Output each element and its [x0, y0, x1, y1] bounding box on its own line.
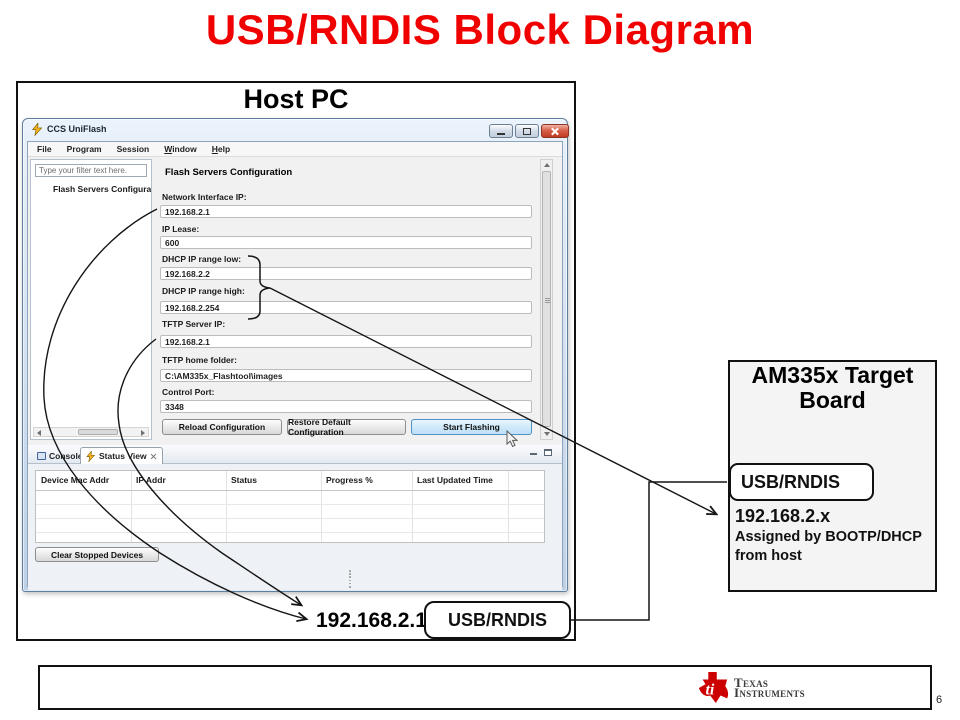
sidebar: Flash Servers Configuratio: [30, 159, 152, 440]
host-ip-caption: 192.168.2.1: [316, 609, 427, 632]
reload-configuration-button[interactable]: Reload Configuration: [162, 419, 282, 435]
brand-instruments: Instruments: [734, 685, 805, 700]
start-flashing-button[interactable]: Start Flashing: [411, 419, 532, 435]
window-body: File Program Session Window Help Flash S…: [27, 141, 566, 590]
field-ip-lease[interactable]: [160, 236, 532, 249]
maximize-icon: [523, 128, 531, 135]
target-ip: 192.168.2.x: [735, 506, 831, 526]
target-board-title: AM335x Target Board: [751, 362, 914, 414]
scroll-left-icon[interactable]: [37, 430, 41, 436]
minimize-button[interactable]: [489, 124, 513, 138]
column-header-ip-addr[interactable]: IP Addr: [136, 475, 166, 485]
column-header-last-updated[interactable]: Last Updated Time: [417, 475, 493, 485]
page-title: USB/RNDIS Block Diagram: [205, 6, 755, 53]
field-network-interface-ip[interactable]: [160, 205, 532, 218]
close-button[interactable]: [541, 124, 569, 138]
usb-rndis-port-box: USB/RNDIS: [729, 463, 874, 501]
status-panel: Console Status View Devi: [28, 445, 562, 590]
maximize-button[interactable]: [515, 124, 539, 138]
window-title: CCS UniFlash: [47, 124, 107, 134]
ti-texas-icon: ti: [698, 672, 729, 704]
status-table: Device Mac Addr IP Addr Status Progress …: [35, 470, 545, 543]
panel-tabbar: Console Status View: [28, 445, 562, 464]
flash-config-form: Flash Servers Configuration Network Inte…: [152, 159, 566, 440]
form-heading: Flash Servers Configuration: [165, 167, 293, 178]
usb-rndis-host-tag: USB/RNDIS: [424, 601, 571, 639]
label-network-interface-ip: Network Interface IP:: [162, 192, 247, 202]
menu-window[interactable]: Window: [164, 144, 197, 154]
field-dhcp-range-low[interactable]: [160, 267, 532, 280]
label-tftp-home-folder: TFTP home folder:: [162, 355, 237, 365]
tab-status-view[interactable]: Status View: [80, 447, 163, 464]
field-tftp-server-ip[interactable]: [160, 335, 532, 348]
form-vertical-scrollbar[interactable]: [540, 159, 553, 440]
window-titlebar[interactable]: CCS UniFlash: [23, 119, 569, 141]
usb-rndis-connector: [571, 481, 727, 621]
clear-stopped-devices-button[interactable]: Clear Stopped Devices: [35, 547, 159, 562]
field-dhcp-range-high[interactable]: [160, 301, 532, 314]
status-view-icon: [86, 450, 96, 462]
uniflash-window: CCS UniFlash File Program Session Window…: [22, 118, 569, 592]
filter-input[interactable]: [35, 164, 147, 177]
target-ip-note: Assigned by BOOTP/DHCP from host: [735, 529, 922, 565]
scrollbar-thumb[interactable]: [542, 171, 551, 427]
table-row: [36, 532, 544, 533]
column-header-device-mac[interactable]: Device Mac Addr: [41, 475, 110, 485]
splitter-handle[interactable]: [349, 570, 352, 588]
menu-session[interactable]: Session: [116, 144, 150, 154]
tab-close-icon[interactable]: [150, 453, 157, 460]
console-icon: [37, 451, 46, 460]
menubar: File Program Session Window Help: [28, 142, 562, 157]
scroll-right-icon[interactable]: [141, 430, 145, 436]
label-dhcp-range-low: DHCP IP range low:: [162, 254, 242, 264]
page-number: 6: [936, 694, 943, 706]
svg-text:ti: ti: [705, 682, 714, 699]
tree-item-flash-servers[interactable]: Flash Servers Configuratio: [53, 184, 151, 194]
field-tftp-home-folder[interactable]: [160, 369, 532, 382]
minimize-icon: [497, 133, 505, 135]
scroll-up-icon[interactable]: [544, 163, 550, 167]
menu-help[interactable]: Help: [211, 144, 231, 154]
scrollbar-thumb[interactable]: [78, 429, 118, 435]
texas-instruments-logo: ti Texas Instruments: [697, 670, 932, 706]
brand-texas: Texas: [734, 675, 769, 690]
restore-default-configuration-button[interactable]: Restore Default Configuration: [287, 417, 406, 437]
panel-maximize-icon[interactable]: [544, 449, 552, 456]
label-dhcp-range-high: DHCP IP range high:: [162, 286, 245, 296]
label-control-port: Control Port:: [162, 387, 215, 397]
menu-file[interactable]: File: [37, 144, 52, 154]
host-pc-label: Host PC: [243, 84, 349, 114]
panel-minimize-icon[interactable]: [529, 449, 538, 456]
menu-program[interactable]: Program: [66, 144, 102, 154]
label-ip-lease: IP Lease:: [162, 224, 200, 234]
scroll-down-icon[interactable]: [544, 432, 550, 436]
table-row: [36, 504, 544, 505]
field-control-port[interactable]: [160, 400, 532, 413]
uniflash-app-icon: [31, 123, 43, 136]
table-row: [36, 518, 544, 519]
label-tftp-server-ip: TFTP Server IP:: [162, 319, 226, 329]
footer-box: [38, 665, 932, 710]
sidebar-horizontal-scrollbar[interactable]: [33, 427, 149, 437]
column-header-progress[interactable]: Progress %: [326, 475, 373, 485]
column-header-status[interactable]: Status: [231, 475, 257, 485]
